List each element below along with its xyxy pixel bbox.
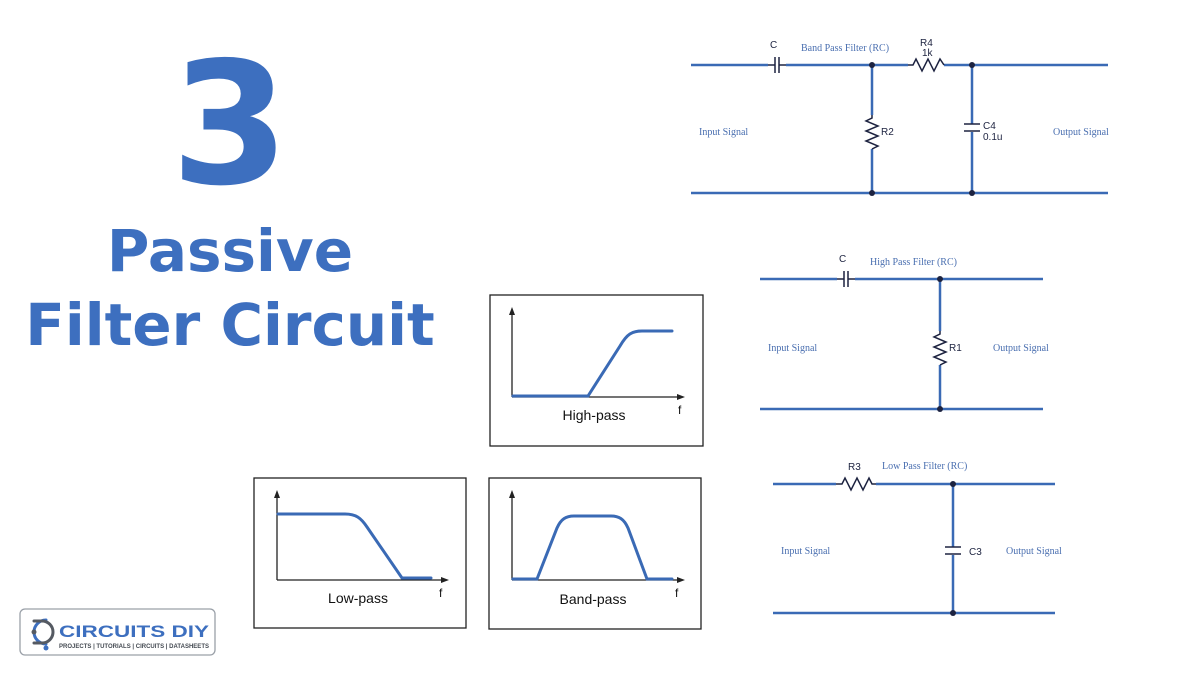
hp-capacitor-label: C bbox=[839, 254, 846, 265]
bp-c4-label: C4 bbox=[983, 121, 996, 132]
high-pass-graph-label: High-pass bbox=[562, 407, 625, 423]
lp-r3-label: R3 bbox=[848, 462, 861, 473]
bp-capacitor-label: C bbox=[770, 40, 777, 51]
lp-output-label: Output Signal bbox=[1006, 546, 1062, 557]
band-pass-response-graph: Band-pass f bbox=[488, 477, 702, 630]
low-pass-circuit: R3 Low Pass Filter (RC) C3 Input Signal … bbox=[773, 461, 1062, 616]
high-pass-response-graph: High-pass f bbox=[489, 294, 704, 447]
hp-title: High Pass Filter (RC) bbox=[870, 257, 957, 268]
title-line-1: Passive bbox=[106, 217, 354, 285]
hp-r1-label: R1 bbox=[949, 343, 962, 354]
circuits-diy-logo-icon bbox=[31, 618, 55, 651]
low-pass-graph-label: Low-pass bbox=[328, 590, 388, 606]
low-pass-axis-label: f bbox=[439, 586, 443, 600]
bp-title: Band Pass Filter (RC) bbox=[801, 43, 889, 54]
title-line-2: Filter Circuit bbox=[25, 291, 435, 359]
bp-input-label: Input Signal bbox=[699, 127, 748, 138]
band-pass-axis-label: f bbox=[675, 586, 679, 600]
lp-input-label: Input Signal bbox=[781, 546, 830, 557]
logo-name: CIRCUITS DIY bbox=[59, 622, 210, 641]
high-pass-axis-label: f bbox=[678, 403, 682, 417]
band-pass-graph-label: Band-pass bbox=[560, 591, 627, 607]
band-pass-circuit: C Band Pass Filter (RC) R4 1k R2 C4 0.1u… bbox=[691, 38, 1109, 196]
bp-output-label: Output Signal bbox=[1053, 127, 1109, 138]
circuits-diy-logo[interactable]: CIRCUITS DIY PROJECTS | TUTORIALS | CIRC… bbox=[19, 608, 216, 656]
bp-c4-value: 0.1u bbox=[983, 132, 1002, 143]
lp-c3-label: C3 bbox=[969, 547, 982, 558]
hp-output-label: Output Signal bbox=[993, 343, 1049, 354]
bp-r4-label: R4 bbox=[920, 38, 933, 49]
bp-r2-label: R2 bbox=[881, 127, 894, 138]
bp-r4-value: 1k bbox=[922, 48, 934, 59]
hp-input-label: Input Signal bbox=[768, 343, 817, 354]
lp-title: Low Pass Filter (RC) bbox=[882, 461, 967, 472]
title-number: 3 bbox=[170, 26, 290, 224]
logo-tagline: PROJECTS | TUTORIALS | CIRCUITS | DATASH… bbox=[59, 644, 209, 650]
high-pass-circuit: C High Pass Filter (RC) R1 Input Signal … bbox=[760, 254, 1049, 412]
low-pass-response-graph: Low-pass f bbox=[253, 477, 467, 629]
